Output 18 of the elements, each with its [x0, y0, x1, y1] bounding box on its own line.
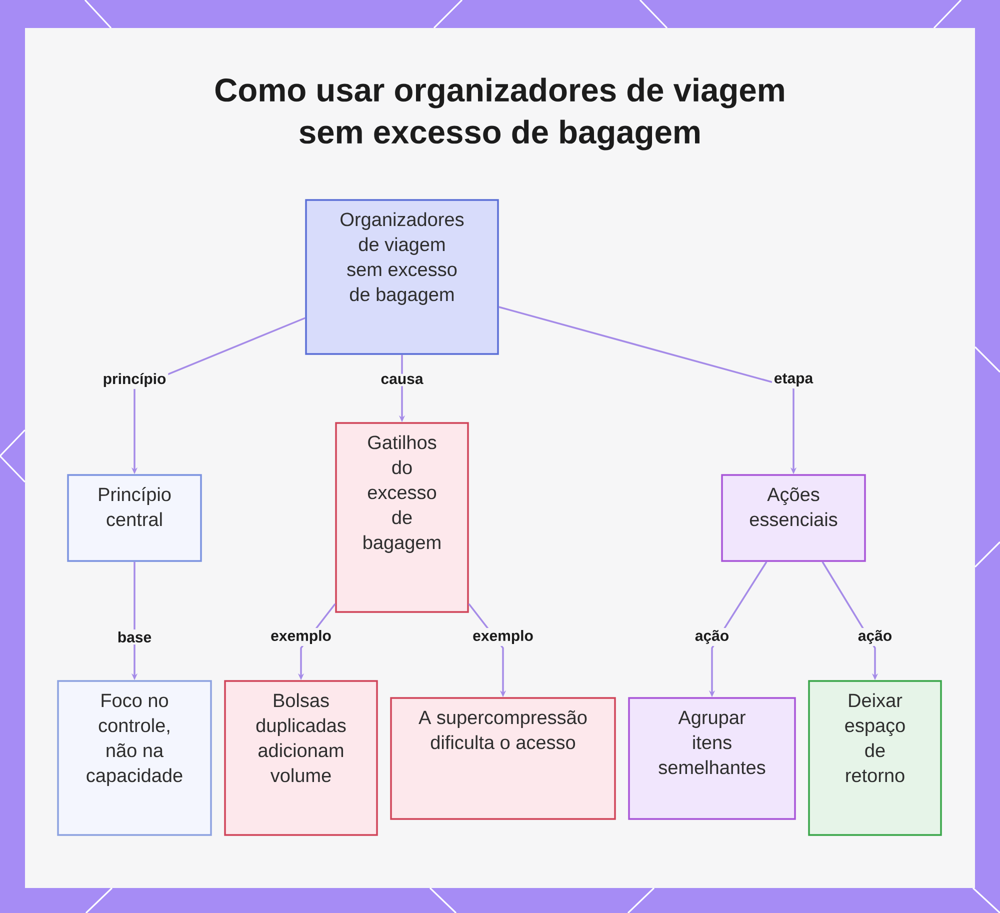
edge-label: exemplo [268, 628, 334, 646]
concept-box: Princípio central [67, 474, 202, 562]
concept-box: Bolsas duplicadas adicionam volume [224, 680, 378, 836]
concept-box: Gatilhos do excesso de bagagem [335, 422, 469, 613]
title: Como usar organizadores de viagem sem excesso de bagagem [215, 78, 784, 150]
concept-box: Deixar espaço de retorno [808, 680, 942, 836]
edge-label: base [115, 630, 154, 644]
concept-box: Foco no controle, não na capacidade [57, 680, 212, 836]
edge-label: ação [856, 628, 894, 646]
concept-box: A supercompressão dificulta o acesso [390, 697, 616, 820]
edge-label: causa [378, 374, 426, 386]
concept-box: Ações essenciais [721, 474, 866, 562]
edge-label: etapa [772, 372, 816, 388]
edge-label: princípio [100, 370, 168, 390]
edge-label: ação [692, 628, 732, 646]
edge-label: exemplo [470, 628, 536, 646]
concept-box: Organizadores de viagem sem excesso de bagagem [305, 199, 499, 355]
concept-box: Agrupar itens semelhantes [628, 697, 796, 820]
